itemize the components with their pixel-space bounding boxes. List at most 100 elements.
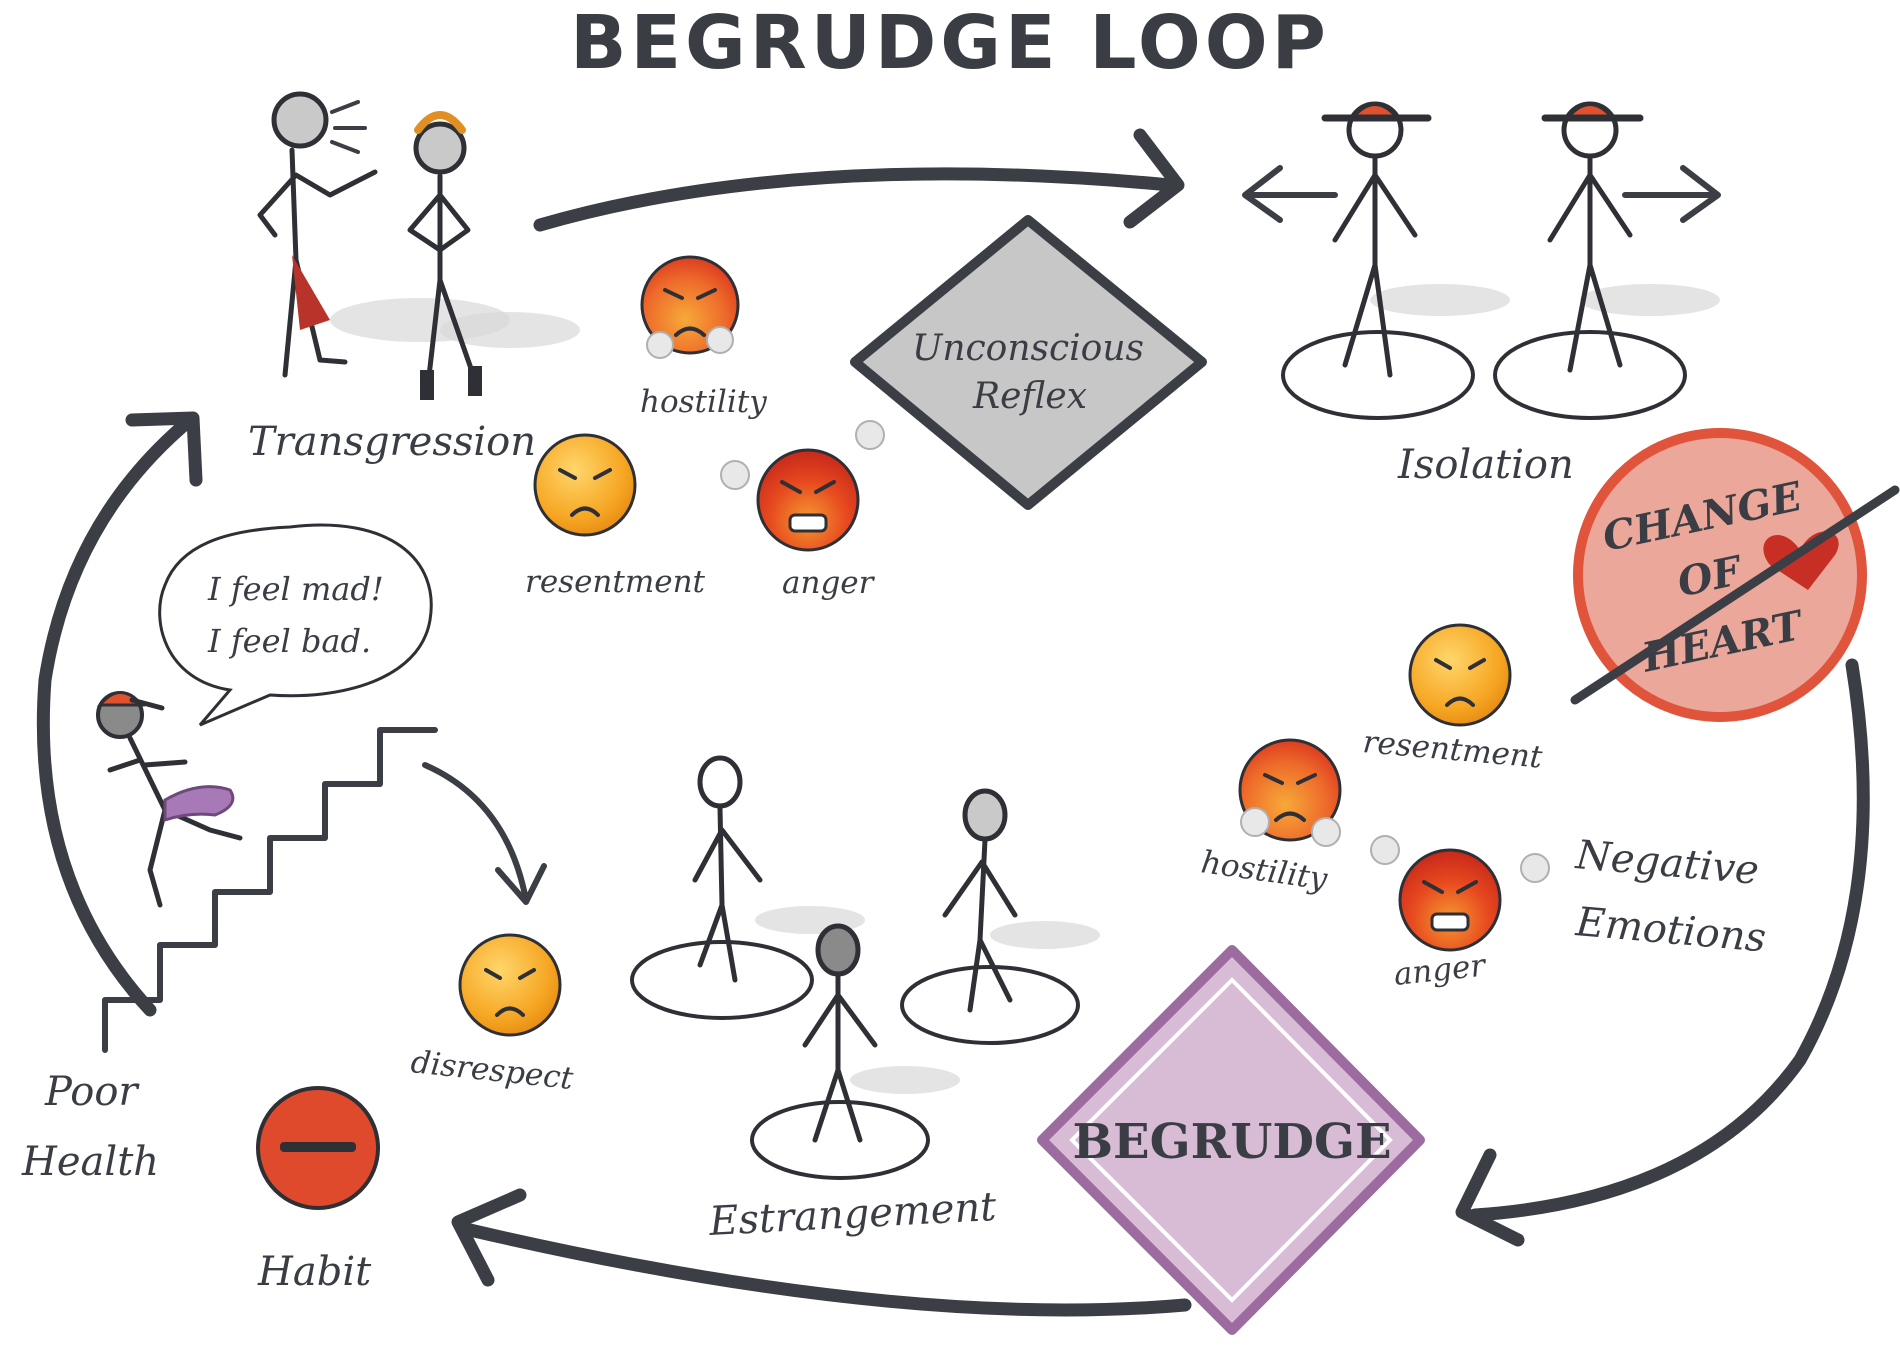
change-of-heart-stamp: CHANGE OF HEART: [1570, 428, 1900, 722]
arrow-right-icon: [1622, 165, 1721, 223]
listening-person-head: [413, 121, 467, 175]
walker-body: [692, 805, 763, 983]
estrangement-circle: [750, 1100, 930, 1180]
begrudge-label: BEGRUDGE: [1072, 1114, 1391, 1170]
right-loop-arrow: [1468, 658, 1870, 1222]
speech-line1: I feel mad!: [207, 570, 384, 608]
purple-diamond: [1037, 945, 1425, 1335]
shadow: [1580, 284, 1720, 316]
shadow: [850, 1066, 960, 1094]
yell-lines-icon: [330, 100, 367, 154]
falling-person-body: [107, 735, 243, 908]
walker-head: [815, 923, 861, 977]
hostility-label-top: hostility: [640, 384, 767, 420]
estrangement-circle: [630, 940, 814, 1020]
resentment-emoji-right: [1408, 623, 1512, 727]
steam-puff: [855, 420, 885, 450]
anger-label-right: anger: [1392, 947, 1489, 993]
speech-line2: I feel bad.: [207, 622, 371, 660]
isolated-person-left-body: [1332, 155, 1418, 378]
listening-person-body: [407, 173, 478, 388]
bubble-shape: [158, 523, 433, 727]
grey-diamond: [850, 215, 1207, 510]
steam-puff: [706, 326, 734, 354]
unconscious-reflex-line1: Unconscious: [912, 328, 1144, 369]
transgression-label: Transgression: [248, 419, 536, 465]
isolation-circle: [1281, 330, 1475, 420]
walker-body: [802, 972, 878, 1143]
walker-head: [697, 755, 743, 809]
hostility-emoji-right: [1238, 738, 1342, 847]
disrespect-emoji: [458, 933, 562, 1037]
begrudge-diamond: BEGRUDGE: [1037, 945, 1425, 1335]
heart-icon: [1763, 531, 1839, 590]
bottom-loop-arrow: [463, 1223, 1192, 1317]
hostility-label-right: hostility: [1199, 844, 1330, 897]
shadow: [990, 921, 1100, 949]
top-emotion-cluster: hostility resentment anger: [525, 255, 885, 601]
transgression-figures: [257, 91, 580, 400]
right-arrowhead: [1455, 1148, 1525, 1247]
arrow-left-icon: [1242, 165, 1338, 223]
isolation-figures: [1242, 101, 1721, 420]
resentment-label-top: resentment: [525, 564, 706, 600]
top-loop-arrow: [533, 167, 1177, 232]
unconscious-reflex-diamond: Unconscious Reflex: [850, 215, 1207, 510]
shadow: [440, 312, 580, 348]
steam-puff: [1520, 853, 1550, 883]
isolation-label: Isolation: [1397, 442, 1574, 488]
habit-label: Habit: [257, 1249, 372, 1295]
negative-emotions-line2: Emotions: [1573, 899, 1768, 962]
bottom-arrowhead: [451, 1188, 527, 1287]
staircase: [102, 727, 438, 1053]
yelling-person-head: [271, 91, 329, 149]
cap-brim: [129, 697, 165, 711]
poor-health-line1: Poor: [44, 1069, 140, 1115]
steam-puff: [1370, 835, 1400, 865]
anger-label-top: anger: [782, 565, 876, 601]
shadow: [1370, 284, 1510, 316]
minus-bar: [280, 1142, 356, 1152]
steam-puff: [720, 460, 750, 490]
strike-through-line: [1570, 485, 1900, 705]
yelling-person-skirt: [292, 255, 330, 330]
speech-bubble: I feel mad! I feel bad.: [158, 523, 433, 727]
hostility-emoji: [640, 255, 740, 359]
walker-head: [962, 788, 1008, 842]
estrangement-label: Estrangement: [707, 1184, 998, 1245]
boot: [420, 370, 434, 400]
anger-emoji-right: [1370, 835, 1550, 952]
stairs-down-arrow: [422, 762, 528, 898]
stairs-arrowhead: [495, 863, 547, 905]
top-arrowhead: [1123, 128, 1185, 229]
walker-body: [942, 837, 1018, 1013]
habit-icon: [256, 1086, 380, 1210]
stamp-circle: [1573, 428, 1867, 722]
negative-emotions-line1: Negative: [1573, 832, 1761, 894]
disrespect-label: disrespect: [409, 1044, 575, 1097]
yelling-person-body: [257, 147, 378, 378]
isolation-circle: [1493, 330, 1687, 420]
isolated-person-right-body: [1547, 155, 1633, 373]
steam-puff: [1240, 807, 1270, 837]
unconscious-reflex-line2: Reflex: [972, 376, 1087, 417]
purple-diamond-inner: [1069, 977, 1393, 1303]
estrangement-figures: [630, 755, 1100, 1180]
right-emotion-cluster: resentment hostility anger: [1199, 623, 1550, 993]
poor-health-line2: Health: [21, 1139, 159, 1185]
steam-puff: [1311, 817, 1341, 847]
estrangement-circle: [900, 965, 1080, 1045]
left-arrowhead: [125, 411, 203, 487]
anger-emoji: [720, 420, 885, 552]
resentment-emoji: [533, 433, 637, 537]
resentment-label-right: resentment: [1361, 724, 1544, 776]
scarf-icon: [163, 785, 235, 823]
diagram-title: BEGRUDGE LOOP: [570, 0, 1330, 86]
steam-puff: [646, 331, 674, 359]
loop-arrows: [36, 128, 1870, 1317]
falling-person: [96, 691, 243, 908]
boot: [468, 366, 482, 396]
left-loop-arrow: [36, 413, 197, 1017]
listening-person-hair: [414, 111, 466, 134]
